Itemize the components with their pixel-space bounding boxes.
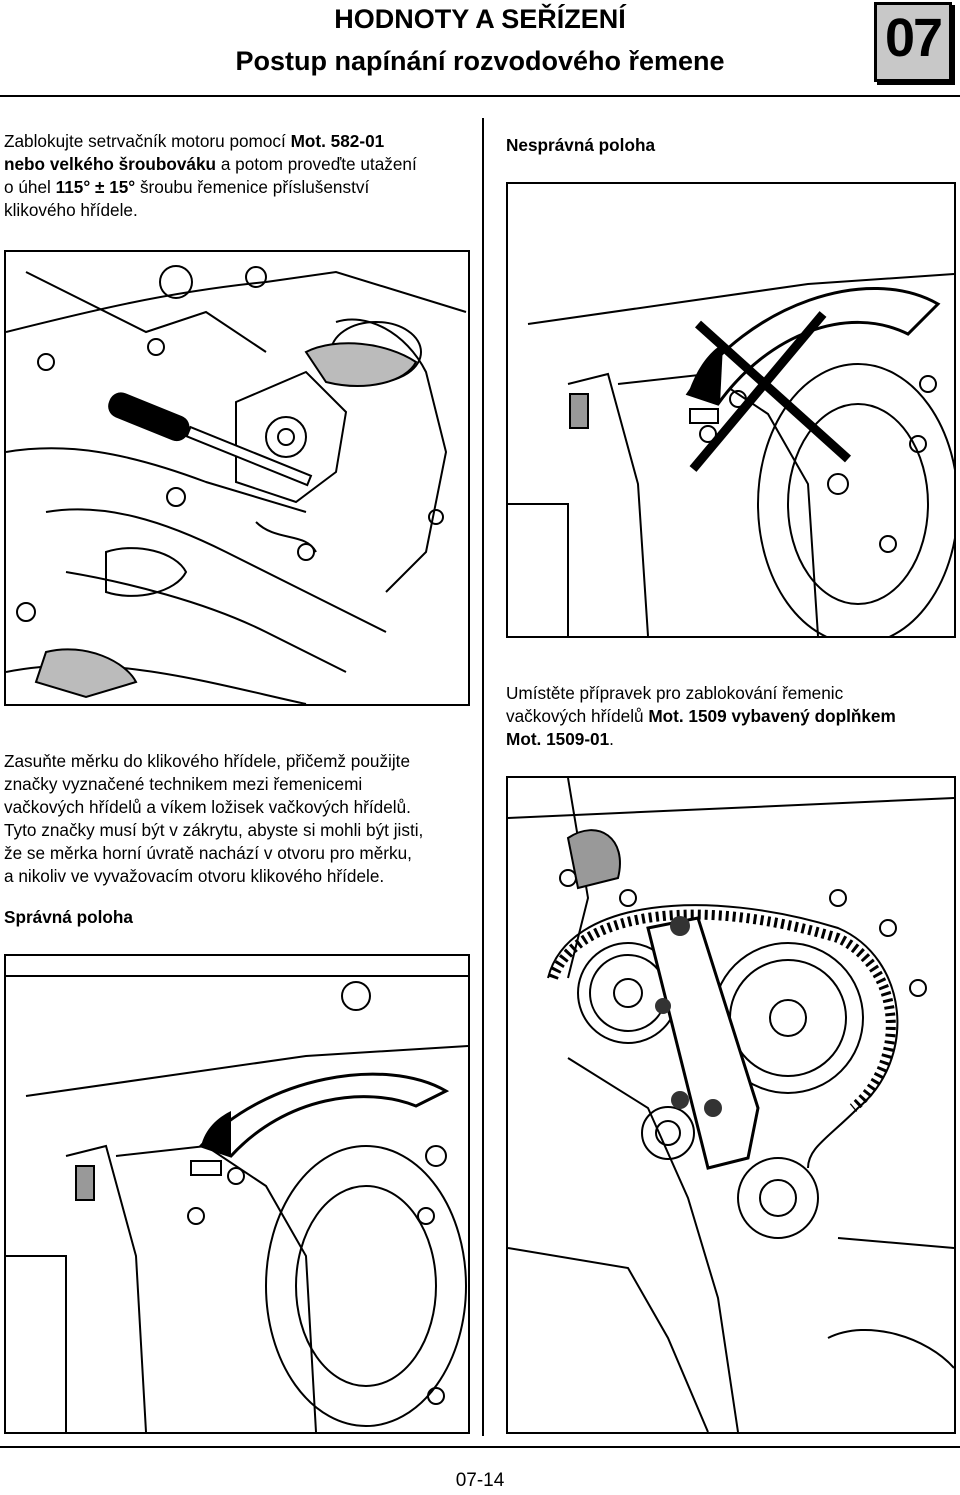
engine-screwdriver-illustration [6, 265, 467, 704]
camshaft-tool-illustration [508, 778, 954, 1432]
instruction-gauge: Zasuňte měrku do klikového hřídele, přič… [4, 751, 424, 886]
instruction-flywheel: Zablokujte setrvačník motoru pomocí Mot.… [4, 131, 417, 220]
figure-camshaft-locking-tool [506, 776, 956, 1434]
column-divider [482, 118, 484, 1436]
page-number: 07-14 [455, 1470, 505, 1491]
instruction-camshaft-tool: Umístěte přípravek pro zablokování řemen… [506, 683, 896, 749]
page-title: HODNOTY A SEŘÍZENÍ [334, 4, 626, 34]
correct-position-heading: Správná poloha [4, 907, 133, 927]
incorrect-position-heading: Nesprávná poloha [506, 135, 655, 155]
correct-position-illustration [6, 975, 468, 1432]
figure-incorrect-position [506, 182, 956, 638]
incorrect-position-illustration [508, 273, 954, 636]
figure-correct-position [4, 954, 470, 1434]
chapter-number: 07 [884, 8, 943, 68]
page-subtitle: Postup napínání rozvodového řemene [235, 46, 725, 76]
cross-mark [694, 320, 852, 463]
chapter-badge: 07 [874, 2, 952, 82]
footer-rule [0, 1446, 960, 1448]
header-rule [0, 95, 960, 97]
figure-flywheel-locking [4, 250, 470, 706]
